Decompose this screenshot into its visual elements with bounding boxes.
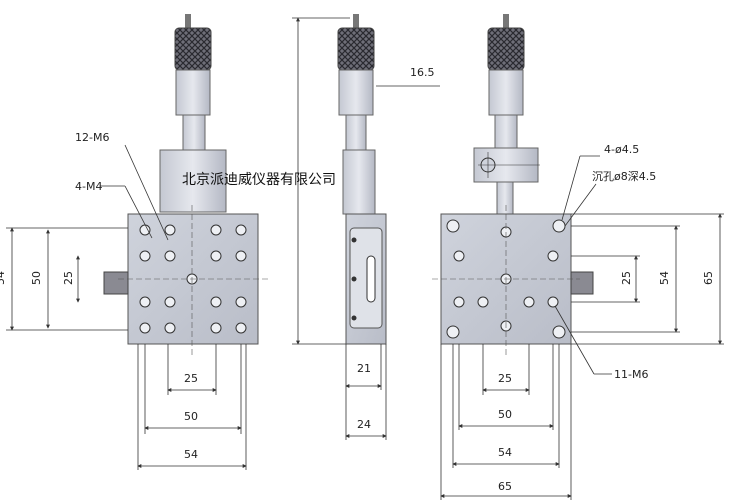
back-lock-screw[interactable] <box>570 271 594 295</box>
front-dim-25-bottom: 25 <box>184 372 198 385</box>
micrometer-tip <box>185 14 191 28</box>
front-dim-25-left: 25 <box>62 271 75 285</box>
back-dim-65-right: 65 <box>702 271 715 285</box>
side-dim-24: 24 <box>357 418 371 431</box>
front-dim-50-left: 50 <box>30 271 43 285</box>
back-dim-50-bottom: 50 <box>498 408 512 421</box>
back-dim-54-right: 54 <box>658 271 671 285</box>
back-dim-54-bottom: 54 <box>498 446 512 459</box>
front-dim-54-left: 54 <box>0 271 7 285</box>
side-dim-21: 21 <box>357 362 371 375</box>
micrometer-knob[interactable] <box>174 27 212 71</box>
back-callout-counterbore: 沉孔ø8深4.5 <box>592 170 656 183</box>
front-callout-4m4: 4-M4 <box>75 180 102 193</box>
front-lock-screw[interactable] <box>103 271 129 295</box>
side-micrometer-knob[interactable] <box>337 27 375 71</box>
front-dim-50-bottom: 50 <box>184 410 198 423</box>
back-micrometer-knob[interactable] <box>487 27 525 71</box>
front-callout-12m6: 12-M6 <box>75 131 109 144</box>
back-callout-11m6: 11-M6 <box>614 368 648 381</box>
side-view: 16.5 21 24 <box>292 14 440 440</box>
micrometer-thimble <box>175 69 211 116</box>
back-dim-25-bottom: 25 <box>498 372 512 385</box>
side-slot <box>366 255 376 303</box>
front-dim-54-bottom: 54 <box>184 448 198 461</box>
side-dim-16-5: 16.5 <box>410 66 435 79</box>
back-dim-65-bottom: 65 <box>498 480 512 493</box>
back-view: 4-ø4.5 沉孔ø8深4.5 11-M6 25 54 65 25 50 54 … <box>432 14 724 500</box>
back-callout-4hole: 4-ø4.5 <box>604 143 639 156</box>
micrometer-sleeve <box>182 114 206 152</box>
front-view: 12-M6 4-M4 54 50 25 25 50 54 <box>0 14 268 470</box>
micrometer-mount <box>159 149 227 213</box>
back-dim-25-right: 25 <box>620 271 633 285</box>
side-mount <box>342 149 376 215</box>
watermark-text: 北京派迪威仪器有限公司 <box>182 172 336 188</box>
side-slot-panel <box>349 227 383 329</box>
